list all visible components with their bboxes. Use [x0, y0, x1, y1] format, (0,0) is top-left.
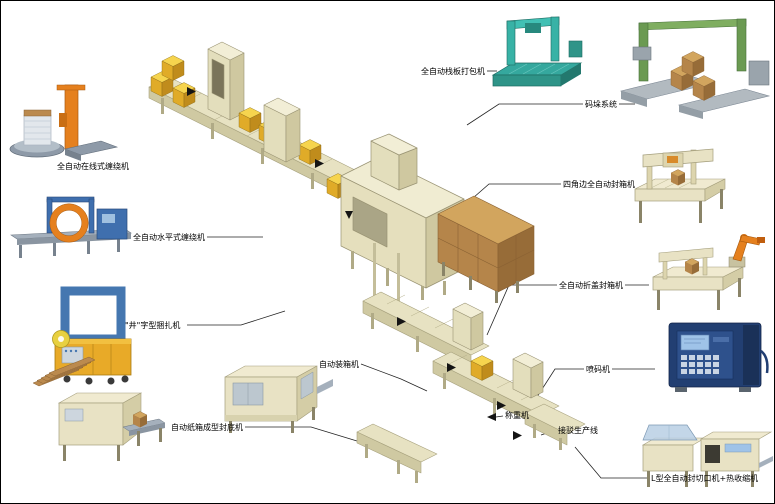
label-corner-sealer: 四角边全自动封箱机	[563, 180, 635, 189]
label-inline-pallet-wrapper: 全自动在线式缠绕机	[57, 162, 129, 171]
machine-flap-sealer	[652, 234, 765, 310]
machine-palletizing-system	[619, 18, 771, 119]
label-well-strapper: "井"字型捆扎机	[125, 321, 181, 330]
label-l-sealer-shrink: L型全自动封切口机+热收缩机	[651, 474, 759, 483]
label-flap-sealer: 全自动折盖封箱机	[559, 281, 623, 290]
machine-case-packer	[224, 365, 333, 433]
machine-inline-pallet-wrapper	[9, 84, 119, 161]
label-inkjet-coder: 喷码机	[586, 365, 610, 374]
machine-carton-former	[32, 356, 166, 461]
machine-l-sealer-shrink	[641, 424, 773, 487]
machine-strapper	[52, 286, 132, 385]
label-connecting-line: 接驳生产线	[558, 426, 598, 435]
tower-cabinet	[207, 41, 245, 121]
label-pallet-strapper: 全自动栈板打包机	[421, 67, 485, 76]
central-conveyor-line	[148, 41, 586, 483]
label-horizontal-wrapper: 全自动水平式缠绕机	[133, 233, 205, 242]
label-case-packer: 自动装箱机	[319, 360, 359, 369]
machine-horizontal-wrapper	[10, 196, 132, 258]
pallet-load	[437, 195, 535, 293]
machine-corner-sealer	[634, 148, 726, 223]
label-carton-former: 自动纸箱成型封底机	[171, 423, 243, 432]
flow-arrows	[187, 87, 522, 440]
machine-pallet-strapper	[491, 16, 583, 87]
tower-station	[263, 97, 301, 163]
label-weigher: 称重机	[505, 411, 529, 420]
machine-inkjet-coder	[668, 322, 769, 392]
label-palletizing-system: 码垛系统	[585, 100, 617, 109]
